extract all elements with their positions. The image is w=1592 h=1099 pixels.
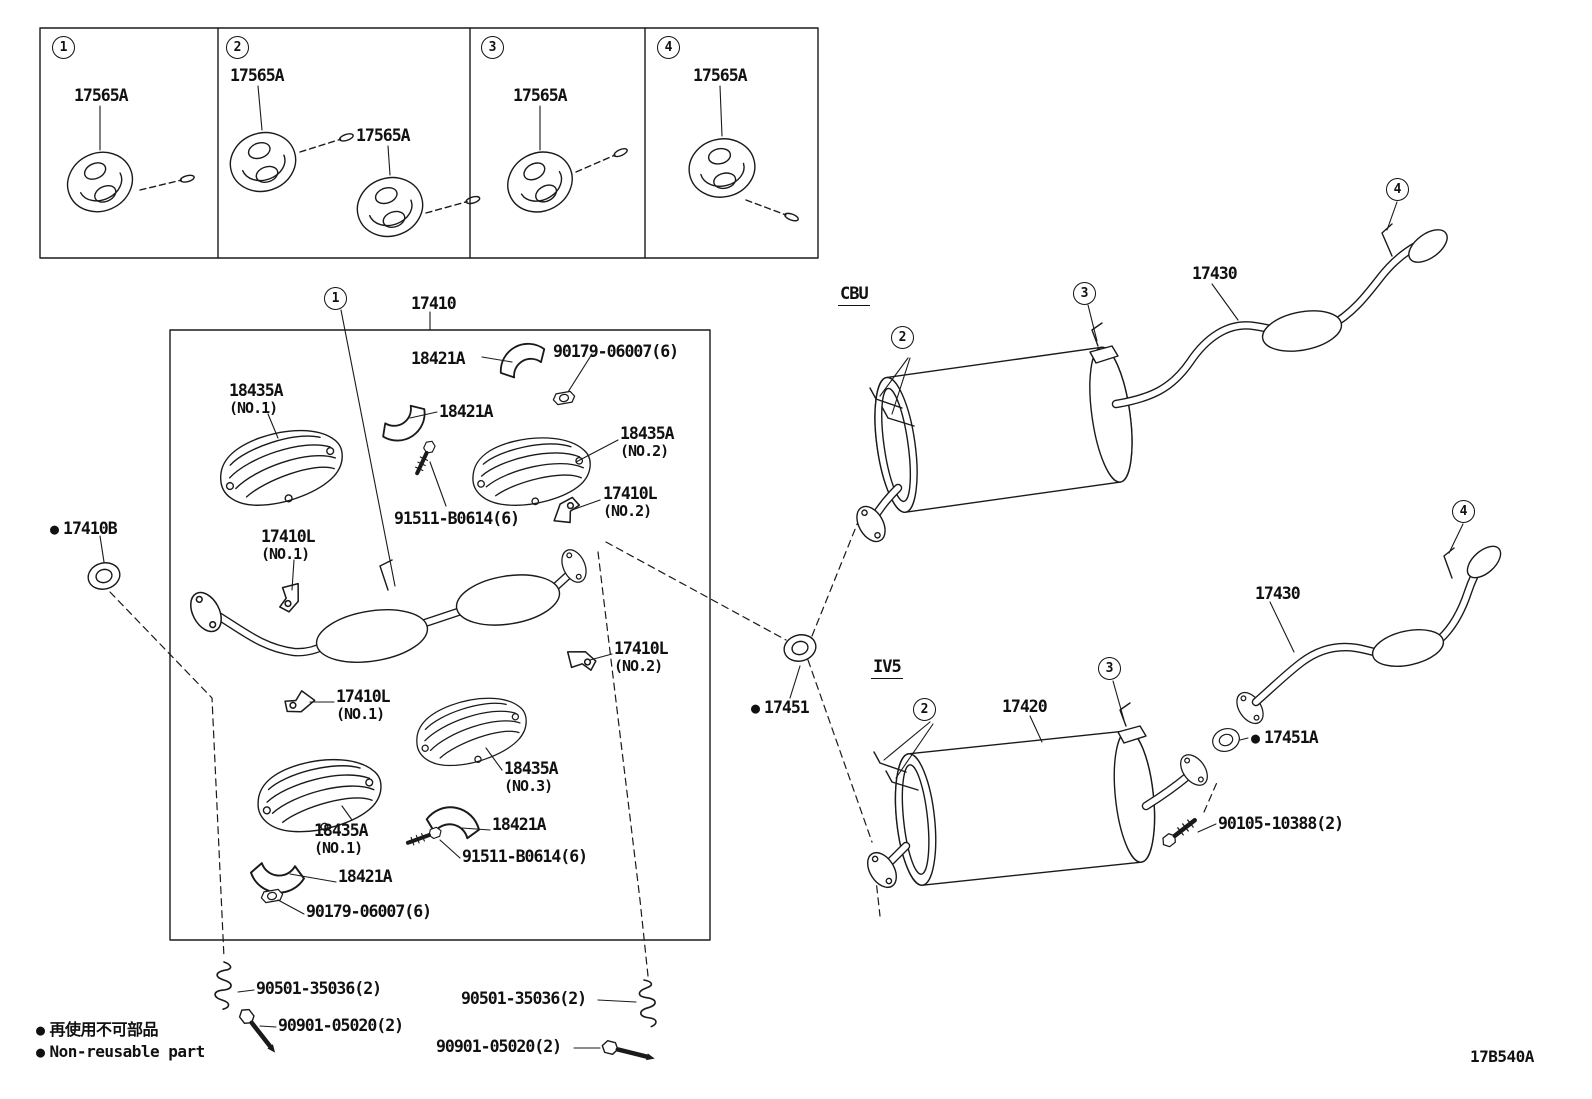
part-label-18435a-no1-bottom: 18435A (NO.1) [314,821,369,858]
part-number: 17410L [336,687,391,706]
nonreusable-bullet: ● [751,699,760,717]
hanger-parts-drawing [57,85,801,246]
legend-nonreusable-en: ●Non-reusable part [36,1042,205,1061]
part-label-18435a-no3: 18435A (NO.3) [504,759,559,796]
rear-muffler-cbu-drawing [850,201,1448,548]
part-label-17451a: ●17451A [1251,728,1319,748]
part-number: 18435A [504,759,559,778]
part-label-17420: 17420 [1002,697,1048,716]
rear-muffler-iv5-drawing [780,523,1502,894]
legend-text-jp: 再使用不可部品 [49,1020,159,1039]
legend-bullet-icon: ● [36,1021,45,1039]
part-label-18421a-bottom-right: 18421A [492,815,547,834]
front-exhaust-pipe-drawing [84,309,600,904]
part-number-sub: (NO.3) [504,777,553,796]
part-label-90901-left: 90901-05020(2) [278,1016,404,1035]
part-number-sub: (NO.1) [336,705,385,724]
part-label-17410l-no1-b: 17410L (NO.1) [336,687,391,724]
part-label-91511-top: 91511-B0614(6) [394,509,520,528]
part-number-sub: (NO.1) [261,545,310,564]
part-label-18435a-no2: 18435A (NO.2) [620,424,675,461]
front-pipe-leaders [99,353,619,915]
part-label-17410l-no2-b: 17410L (NO.2) [614,639,669,676]
legend-bullet-icon: ● [36,1043,45,1061]
part-number-sub: (NO.1) [229,399,278,418]
part-label-17565a-3: 17565A [513,86,568,105]
part-number-sub: (NO.2) [620,442,669,461]
part-label-17410l-no2-a: 17410L (NO.2) [603,484,658,521]
nonreusable-bullet: ● [1251,729,1260,747]
part-number-sub: (NO.1) [314,839,363,858]
part-number: 18435A [620,424,675,443]
part-number: 17410L [614,639,669,658]
part-label-17565a-2b: 17565A [356,126,411,145]
part-label-90901-right: 90901-05020(2) [436,1037,562,1056]
hanger-panel-frame [39,27,819,259]
part-label-91511-bottom: 91511-B0614(6) [462,847,588,866]
part-number: 18435A [314,821,369,840]
part-label-17565a-1: 17565A [74,86,129,105]
part-number: 18435A [229,381,284,400]
mounting-fasteners-drawing [212,960,657,1064]
variant-label-iv5: IV5 [871,657,903,679]
nonreusable-bullet: ● [50,520,59,538]
part-label-17430-iv5: 17430 [1255,584,1301,603]
part-number: 17451A [1264,728,1319,747]
part-label-17565a-2a: 17565A [230,66,285,85]
part-label-17451: ●17451 [751,698,810,718]
callout-iv5-2: 2 [913,698,936,721]
part-label-90105: 90105-10388(2) [1218,814,1344,833]
callout-front-pipe-1: 1 [324,287,347,310]
callout-box-1: 1 [52,36,75,59]
callout-iv5-4: 4 [1452,500,1475,523]
figure-code: 17B540A [1470,1047,1534,1066]
part-number: 17451 [764,698,810,717]
front-pipe-frame [169,329,711,941]
part-label-18435a-no1-top: 18435A (NO.1) [229,381,284,418]
callout-iv5-3: 3 [1098,657,1121,680]
callout-cbu-3: 3 [1073,282,1096,305]
part-number: 17410L [261,527,316,546]
part-label-17565a-4: 17565A [693,66,748,85]
part-label-17410l-no1-a: 17410L (NO.1) [261,527,316,564]
part-label-90501-right: 90501-35036(2) [461,989,587,1008]
callout-cbu-4: 4 [1386,178,1409,201]
part-label-90179-bottom: 90179-06007(6) [306,902,432,921]
callout-box-4: 4 [657,36,680,59]
part-number-sub: (NO.2) [603,502,652,521]
part-number: 17410L [603,484,658,503]
callout-cbu-2: 2 [891,326,914,349]
part-label-90501-left: 90501-35036(2) [256,979,382,998]
part-number: 17410B [63,519,118,538]
part-label-18421a-top: 18421A [411,349,466,368]
variant-label-cbu: CBU [838,284,870,306]
legend-text-en: Non-reusable part [49,1042,206,1061]
part-label-90179-top: 90179-06007(6) [553,342,679,361]
part-number-sub: (NO.2) [614,657,663,676]
part-label-18421a-mid: 18421A [439,402,494,421]
callout-box-2: 2 [226,36,249,59]
dashed-links [109,511,1219,977]
part-label-18421a-bottom-left: 18421A [338,867,393,886]
part-label-17410b: ●17410B [50,519,118,539]
part-label-17430-cbu: 17430 [1192,264,1238,283]
legend-nonreusable-jp: ●再使用不可部品 [36,1016,159,1040]
part-label-17410: 17410 [411,294,457,313]
callout-box-3: 3 [481,36,504,59]
